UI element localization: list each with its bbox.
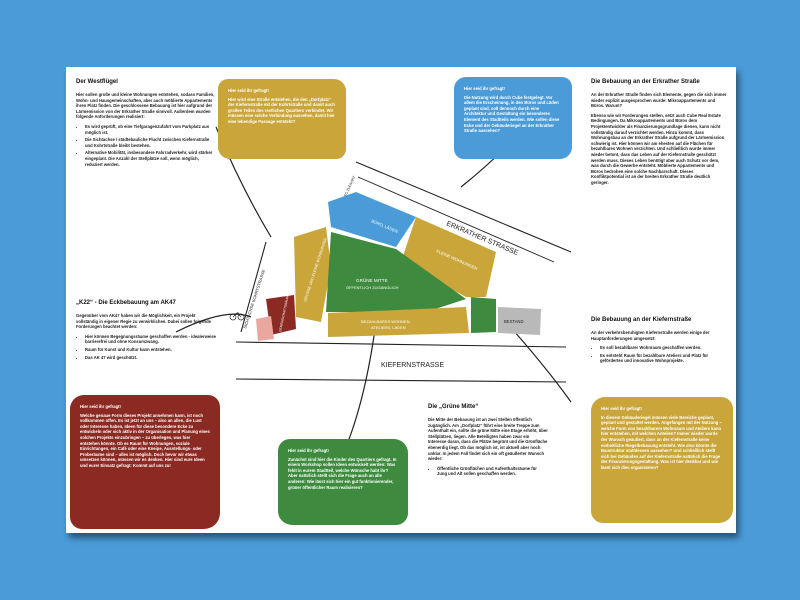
list-item: Hier können Begegnungsräume geschaffen w… [85,334,216,345]
label-kleine: KLEINE WOHNUNGEN [436,248,479,271]
kiefern-paragraph: An der verkehrsberuhigten Kiefernstraße … [591,330,710,341]
label-tg: TG ZUFAHRT [343,175,356,198]
k22-heading: „K22“ - Die Eckbebauung am AK47 [76,300,176,306]
label-gruene-1: GRÜNE MITTE [356,277,388,283]
gruene-mitte-paragraph: Die Mitte der Bebauung ist an zwei Stell… [428,417,548,462]
bubble-question: Hier seid ihr gefragt! [80,404,121,409]
list-item: Die Sichtachse / städtebauliche Flucht z… [85,137,216,148]
westfluegel-section: Der Westflügel Hier sollen große und kle… [76,79,216,169]
westfluegel-heading: Der Westflügel [76,79,118,85]
k22-paragraph: Gegenüber vom AK47 haben wir die Möglich… [76,313,211,330]
label-buero: BÜRO, LÄDEN [371,218,399,234]
list-item: Es wird geprüft, ob eine Tiefgaragenzufa… [85,124,216,135]
erkrather-paragraph-2: Ebenso wie wir Forderungen stellen, setz… [591,112,725,185]
block-k22-pink [256,316,274,341]
list-item: Es soll bezahlbarer Wohnraum geschaffen … [600,345,727,351]
label-k22: GEMEINSCHAFTSRÄUME, KULTUR, CAFÉ [277,269,295,332]
list-item: Raum für Kunst und Kultur kann entstehen… [85,347,216,353]
street-label-bottom: KIEFERNSTRASSE [381,362,444,369]
westfluegel-list: Es wird geprüft, ob eine Tiefgaragenzufa… [76,124,216,167]
bubble-text: Hier wird eine Straße entstehen, die den… [228,96,335,124]
list-item: Öffentliche Grünflächen und Aufenthaltsr… [437,466,548,477]
bubble-red-left: Hier seid ihr gefragt! Welche genaue For… [70,395,220,529]
k22-list: Hier können Begegnungsräume geschaffen w… [76,334,216,360]
street-label-left: SICHTACHSE KOHRTSTRASSE [242,269,266,330]
bubble-question: Hier seid ihr gefragt! [288,448,329,453]
label-bezahlbar-1: BEZAHLBARES WOHNEN, [361,319,411,324]
label-bezahlbar-2: ATELIERS, LÄDEN [371,325,406,330]
kiefern-heading: Die Bebauung an der Kiefernstraße [591,317,692,323]
block-buero [328,192,416,247]
block-bestand [498,307,541,335]
list-item: Alternative Mobilität, insbesondere Fahr… [85,150,216,167]
street-line-left [240,241,267,333]
westfluegel-paragraph: Hier sollen große und kleine Wohnungen e… [76,92,215,120]
bubble-text: Zunächst sind hier die Kinder des Quarti… [288,456,397,490]
list-item: Das AK 47 wird geschützt. [85,355,216,361]
erkrather-heading: Die Bebauung an der Erkrather Straße [591,79,700,85]
bicycle-icon [229,312,245,321]
bubble-text: Die Nutzung wird durch Cube festgelegt. … [464,94,560,134]
bubble-text: In diesem Gebäuderiegel müssen viele Ber… [601,414,722,470]
street-line-bottom-2 [235,378,567,383]
bubble-yellow-right: Hier seid ihr gefragt! In diesem Gebäude… [591,397,733,523]
block-grosse [294,227,331,322]
gruene-mitte-list: Öffentliche Grünflächen und Aufenthaltsr… [428,466,548,477]
street-label-top: ERKRATHER STRASSE [445,220,519,257]
gruene-mitte-section: Die „Grüne Mitte“ Die Mitte der Bebauung… [428,404,548,479]
erkrather-section: Die Bebauung an der Erkrather Straße An … [591,79,727,190]
bubble-question: Hier seid ihr gefragt! [228,88,269,93]
green-patch [471,297,496,333]
street-line-bottom [235,341,567,348]
arrow-green [345,321,377,448]
bubble-yellow-top: Hier seid ihr gefragt! Hier wird eine St… [218,79,346,159]
bubble-question: Hier seid ihr gefragt! [464,86,505,91]
block-kleine-wohnungen [401,217,496,297]
kiefern-section: Die Bebauung an der Kiefernstraße An der… [591,317,727,366]
street-line-top-2 [357,176,555,263]
street-line-top [355,161,572,253]
block-k22-red [266,295,296,335]
label-gruene-2: ÖFFENTLICH ZUGÄNGLICH [346,285,399,290]
bubble-blue-top: Hier seid ihr gefragt! Die Nutzung wird … [454,77,572,159]
bubble-green-bottom: Hier seid ihr gefragt! Zunächst sind hie… [278,439,408,525]
bubble-question: Hier seid ihr gefragt! [601,406,642,411]
list-item: Es entsteht Raum für bezahlbare Ateliers… [600,353,727,364]
arrow-right [505,321,572,403]
gruene-mitte-heading: Die „Grüne Mitte“ [428,404,479,410]
k22-section: „K22“ - Die Eckbebauung am AK47 Gegenübe… [76,300,216,362]
block-gruene-mitte [326,232,466,312]
label-bestand: BESTAND [504,319,523,324]
bubble-text: Welche genaue Form dieses Projekt annehm… [80,412,210,468]
label-grosse: GROSSE UND KLEINE WOHNUNGEN [303,237,328,302]
block-bezahlbar [328,307,469,337]
erkrather-paragraph-1: An der Erkrather Straße finden sich Elem… [591,92,727,109]
kiefern-list: Es soll bezahlbarer Wohnraum geschaffen … [591,345,727,364]
brochure-sheet: Der Westflügel Hier sollen große und kle… [66,67,736,533]
